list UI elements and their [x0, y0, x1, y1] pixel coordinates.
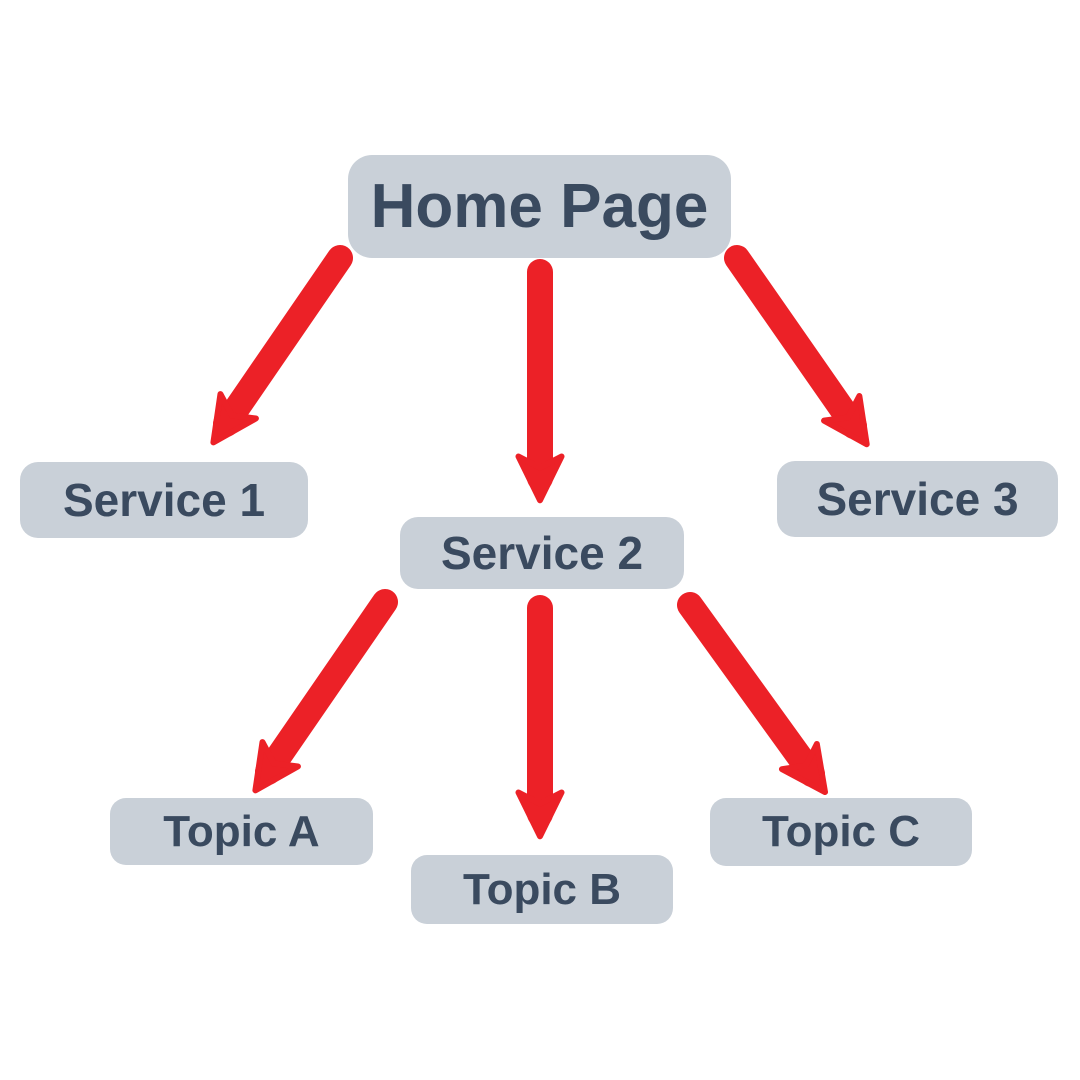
node-topic-b: Topic B — [411, 855, 673, 924]
node-topic-c-label: Topic C — [761, 807, 921, 856]
arrow-home-to-service3 — [724, 245, 870, 448]
node-topic-b-label: Topic B — [462, 864, 622, 914]
arrow-home-to-service1 — [210, 245, 353, 446]
node-service-1: Service 1 — [20, 462, 308, 538]
node-service-2-label: Service 2 — [440, 527, 644, 579]
node-topic-a-label: Topic A — [163, 806, 320, 856]
arrow-service2-to-topicC — [677, 592, 829, 796]
node-service-2: Service 2 — [400, 517, 684, 589]
node-home-page: Home Page — [348, 155, 731, 258]
node-topic-c: Topic C — [710, 798, 972, 866]
node-service-1-label: Service 1 — [62, 474, 266, 526]
arrow-service2-to-topicA — [252, 589, 398, 794]
node-service-3: Service 3 — [777, 461, 1058, 537]
node-home-page-label: Home Page — [370, 172, 709, 241]
node-service-3-label: Service 3 — [816, 473, 1019, 525]
node-topic-a: Topic A — [110, 798, 373, 865]
